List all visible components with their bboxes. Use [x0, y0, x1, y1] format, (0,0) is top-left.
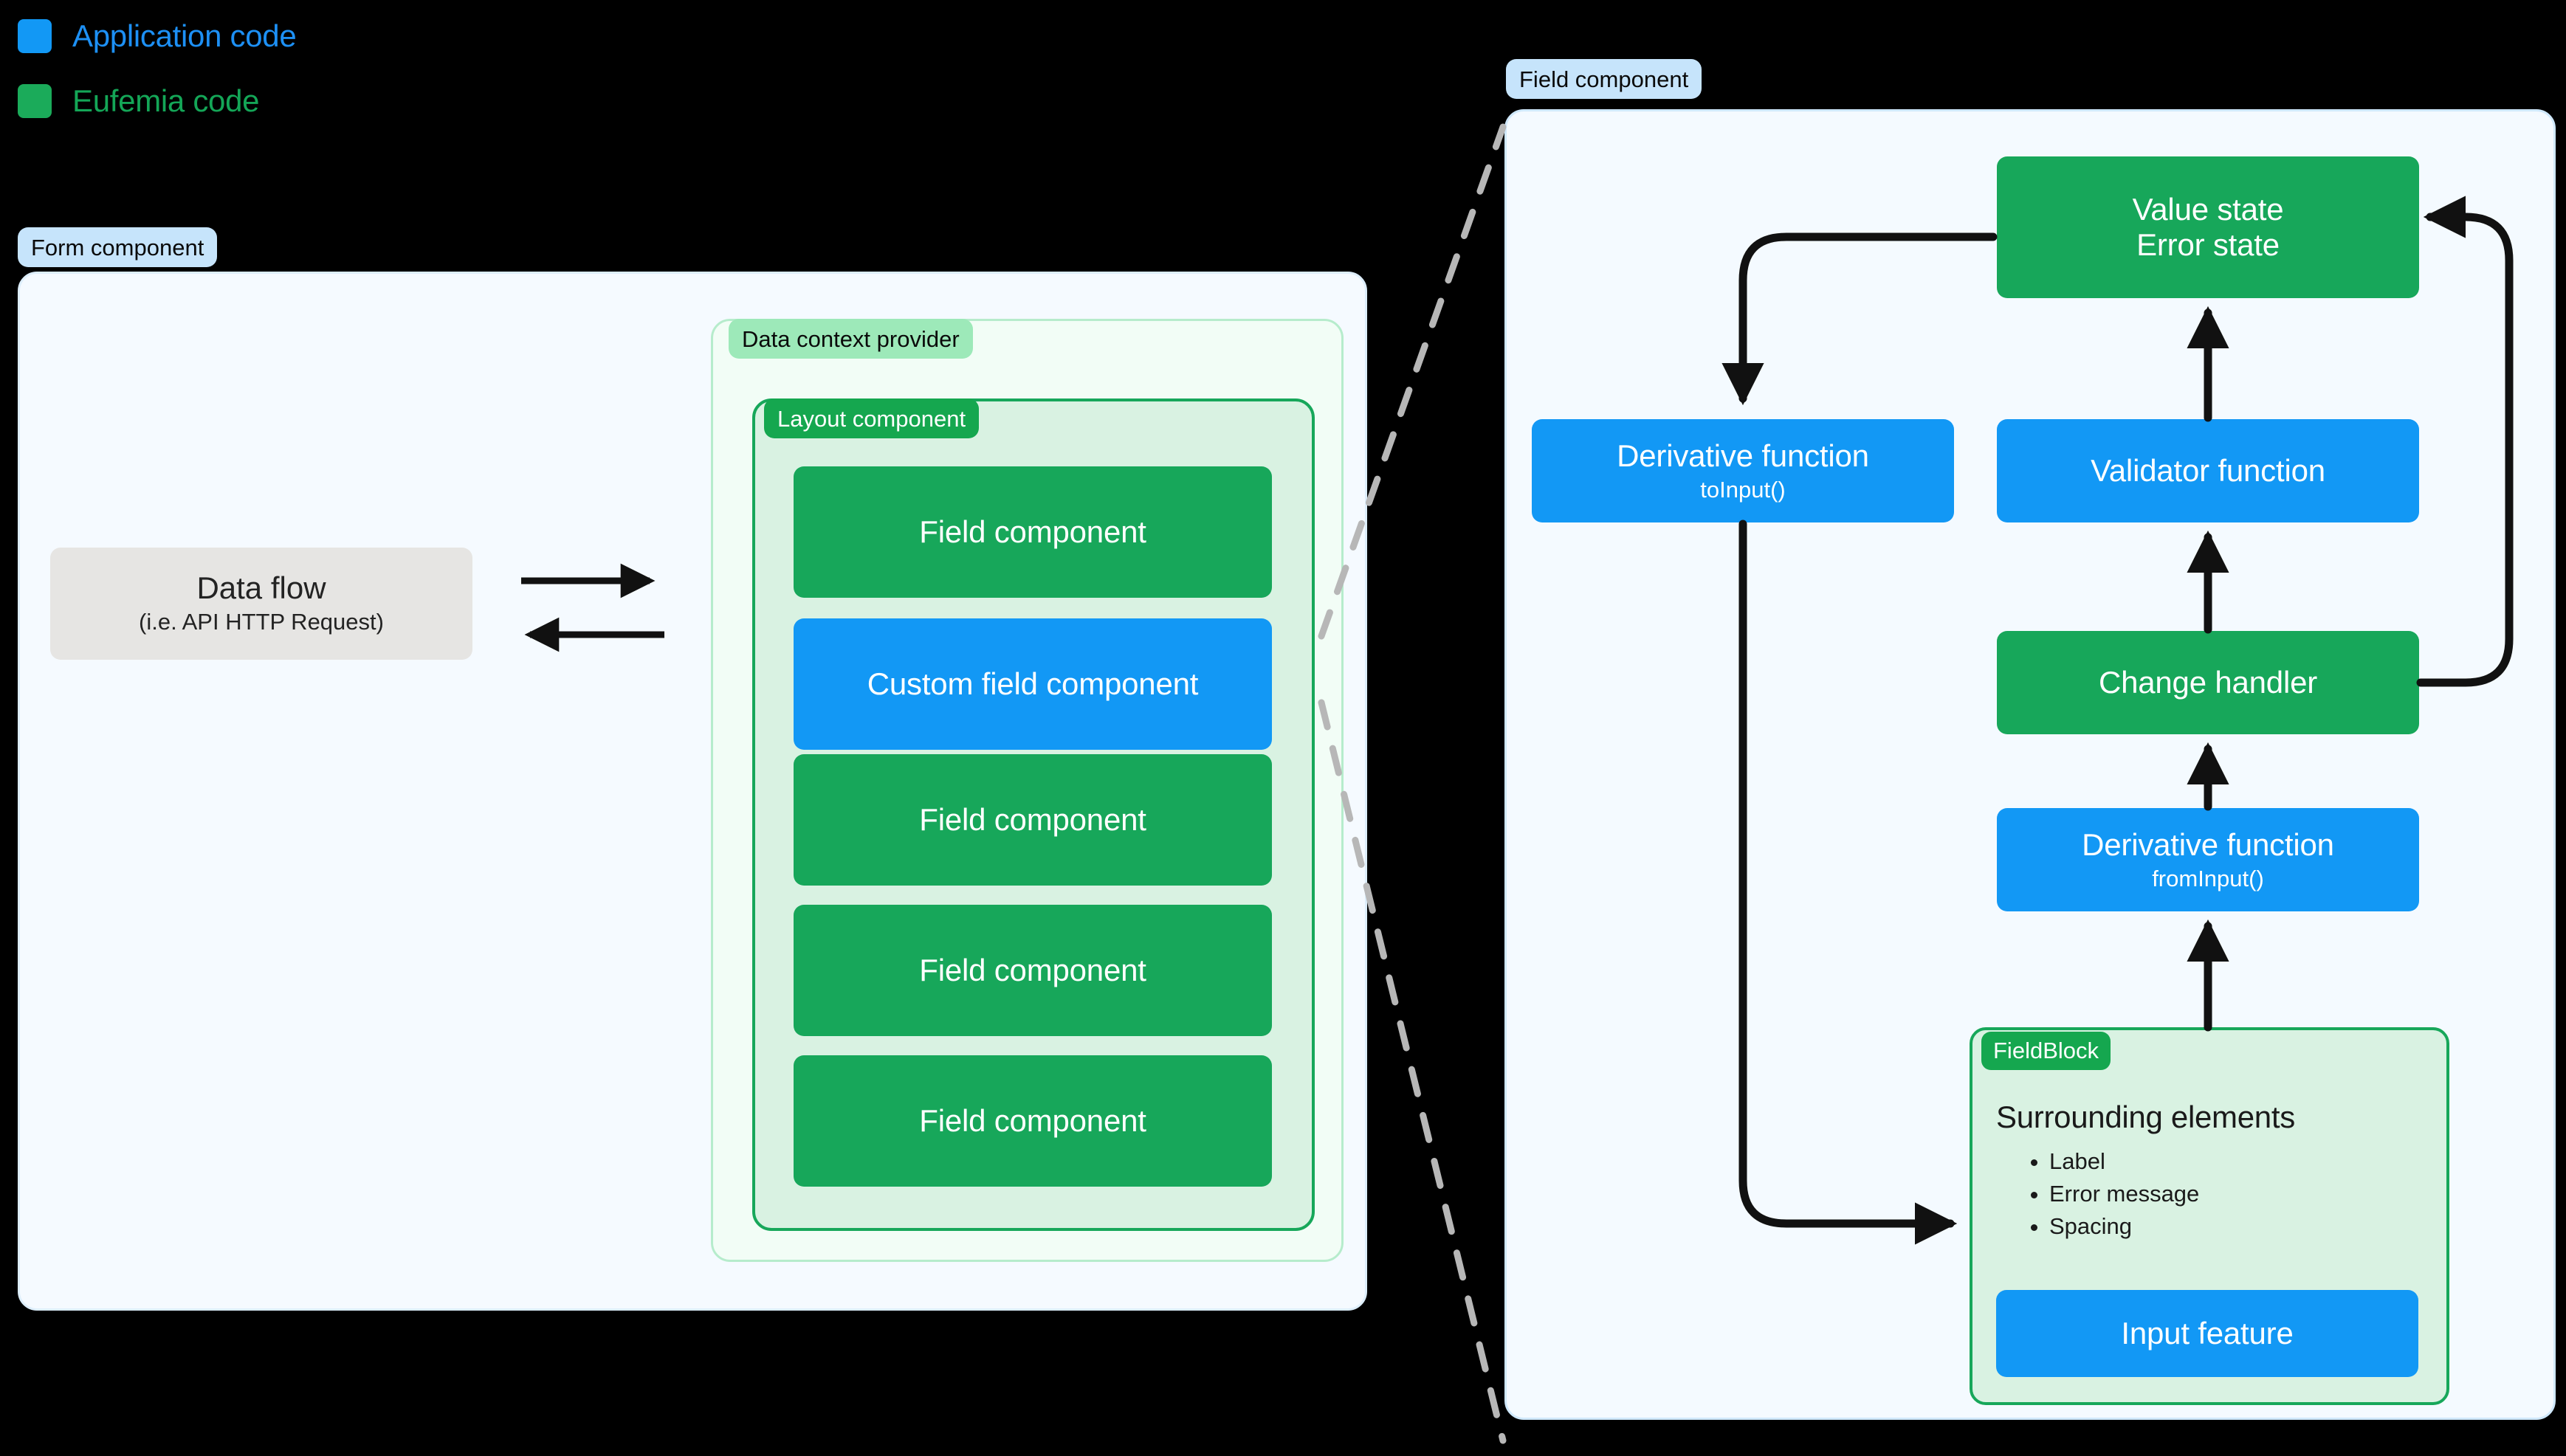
data-flow-title: Data flow: [196, 570, 326, 605]
validator-title: Validator function: [2091, 452, 2325, 488]
change-handler-node[interactable]: Change handler: [1997, 631, 2419, 734]
legend-item-application: Application code: [18, 13, 297, 59]
legend-label: Eufemia code: [72, 83, 260, 118]
data-context-provider-badge: Data context provider: [729, 319, 973, 359]
value-state-line1: Value state: [2132, 191, 2284, 227]
derivative-function-frominput-node[interactable]: Derivative function fromInput(): [1997, 808, 2419, 911]
data-flow-subtitle: (i.e. API HTTP Request): [139, 609, 384, 635]
form-component-badge: Form component: [18, 227, 218, 267]
field-block-badge: FieldBlock: [1981, 1032, 2111, 1070]
toinput-signature: toInput(): [1700, 476, 1786, 503]
field-component-box[interactable]: Field component: [794, 466, 1272, 598]
legend-item-eufemia: Eufemia code: [18, 78, 296, 124]
surrounding-elements-title: Surrounding elements: [1996, 1100, 2295, 1134]
value-state-node[interactable]: Value state Error state: [1997, 156, 2419, 298]
legend-label: Application code: [72, 18, 297, 53]
custom-field-component-box[interactable]: Custom field component: [794, 618, 1272, 750]
list-item: Label: [2049, 1145, 2199, 1178]
derivative-function-toinput-node[interactable]: Derivative function toInput(): [1532, 419, 1954, 522]
toinput-title: Derivative function: [1617, 438, 1869, 474]
list-item: Error message: [2049, 1178, 2199, 1210]
field-component-box[interactable]: Field component: [794, 905, 1272, 1036]
square-swatch-icon: [18, 84, 52, 118]
frominput-title: Derivative function: [2082, 827, 2334, 863]
change-handler-title: Change handler: [2098, 664, 2318, 700]
field-component-box[interactable]: Field component: [794, 1055, 1272, 1187]
legend: Application code Eufemia code: [18, 13, 297, 143]
field-component-badge: Field component: [1506, 59, 1702, 99]
frominput-signature: fromInput(): [2152, 865, 2264, 891]
field-component-box[interactable]: Field component: [794, 754, 1272, 886]
list-item: Spacing: [2049, 1210, 2199, 1243]
input-feature-title: Input feature: [2121, 1315, 2294, 1350]
square-swatch-icon: [18, 19, 52, 53]
data-flow-box: Data flow (i.e. API HTTP Request): [50, 548, 472, 660]
input-feature-node[interactable]: Input feature: [1996, 1290, 2418, 1377]
value-state-line2: Error state: [2136, 227, 2280, 262]
layout-component-badge: Layout component: [764, 398, 980, 438]
surrounding-elements-list: Label Error message Spacing: [2024, 1145, 2199, 1243]
validator-function-node[interactable]: Validator function: [1997, 419, 2419, 522]
